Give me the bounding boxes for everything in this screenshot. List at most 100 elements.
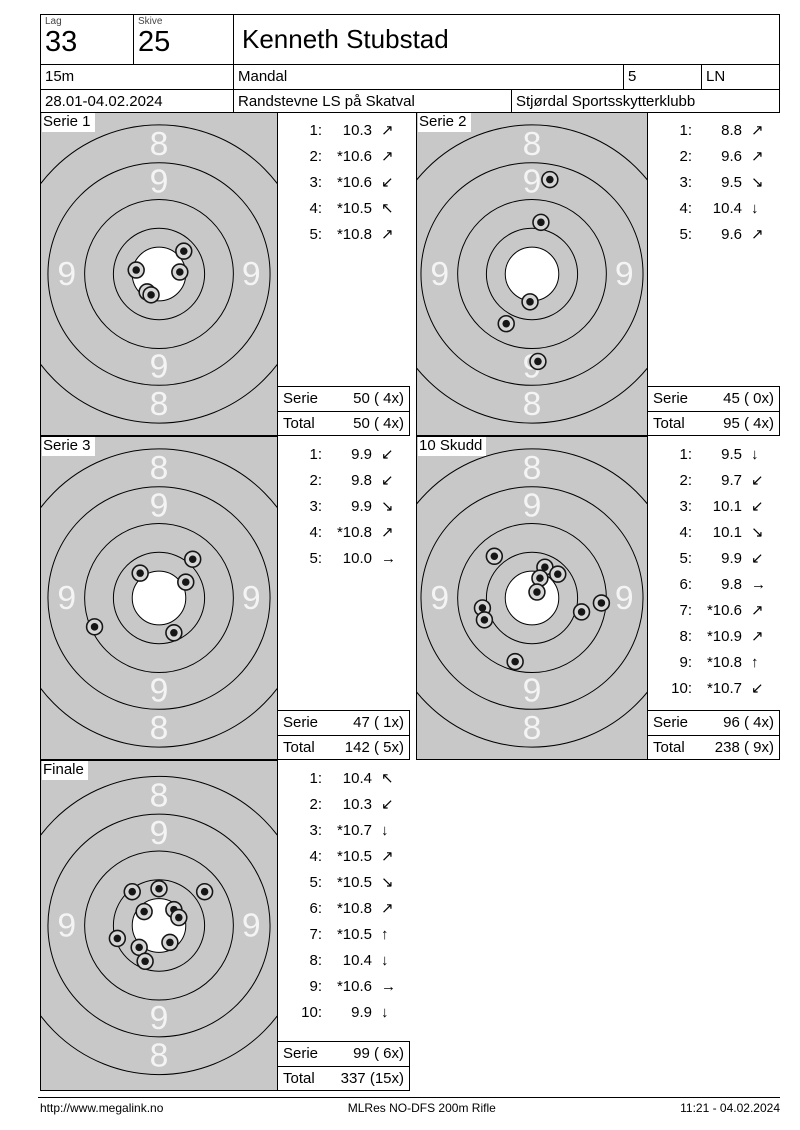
svg-text:9: 9 [430,579,449,617]
total-value: 95 ( 4x) [723,415,774,432]
shot-row: 4: *10.5 ↖ [278,196,410,222]
shot-value: 10.4 [712,200,742,217]
serie-row: Serie 45 ( 0x) [648,387,779,411]
distance: 15m [45,68,75,85]
shot-value: *10.6 [336,148,372,165]
svg-text:9: 9 [242,906,261,944]
shot-value: 9.6 [721,226,742,243]
shot-number: 2: [679,148,692,165]
shot-row: 5:9.6↗ [648,222,780,248]
totals-box: Serie 45 ( 0x) Total 95 ( 4x) [648,386,780,436]
shot-direction-arrow: ↓ [381,822,389,839]
serie-label: Serie [283,1045,319,1062]
shot-value: *10.5 [336,874,372,891]
panel-title: Serie 2 [418,113,471,132]
svg-text:8: 8 [150,385,169,423]
score-column: 1:9.5↓2:9.7↙3:10.1↙4:10.1↘5:9.9↙6:9.8→7:… [648,436,780,760]
shot-number: 1: [309,770,322,787]
svg-text:9: 9 [430,255,449,293]
footer-program: MLRes NO-DFS 200m Rifle [347,1101,496,1115]
score-column: 1:9.9↙2:9.8↙3:9.9↘4:*10.8↗5:10.0→ Serie … [278,436,410,760]
shot-direction-arrow: ↙ [381,174,394,191]
totals-box: Serie 99 ( 6x) Total 337 (15x) [278,1041,410,1091]
shot-row: 1:10.4↖ [278,766,410,792]
shot-value: 9.7 [721,472,742,489]
shot-value: *10.7 [706,680,742,697]
total-value: 337 (15x) [340,1070,404,1087]
shot-value: *10.6 [336,174,372,191]
shot-row: 2:9.6↗ [648,144,780,170]
shot-number: 7: [679,602,692,619]
shot-number: 5: [309,550,322,567]
shot-row: 1:10.3↗ [278,118,410,144]
shot-number: 2: [309,148,322,165]
shot-direction-arrow: ↖ [381,200,394,217]
shot-number: 3: [309,822,322,839]
shot-value: 10.1 [712,498,742,515]
shot-number: 10: [671,680,692,697]
shot-row: 3:9.5↘ [648,170,780,196]
shot-number: 2: [679,472,692,489]
shot-number: 3: [679,498,692,515]
shot-number: 6: [309,900,322,917]
shot-row: 7:*10.5↑ [278,922,410,948]
footer-divider [38,1097,780,1098]
shot-value: 9.9 [351,446,372,463]
shot-direction-arrow: ↓ [381,1004,389,1021]
total-value: 238 ( 9x) [714,739,774,756]
svg-text:8: 8 [523,709,542,747]
svg-text:9: 9 [523,487,542,525]
footer: http://www.megalink.no MLRes NO-DFS 200m… [40,1101,780,1115]
shot-value: *10.5 [336,200,372,217]
serie-row: Serie 50 ( 4x) [278,387,409,411]
shot-direction-arrow: ↘ [751,174,764,191]
svg-text:9: 9 [150,671,169,709]
shot-row: 3:*10.6↙ [278,170,410,196]
header-row-1: Lag 33 Skive 25 Kenneth Stubstad [40,14,780,65]
shot-number: 1: [309,122,322,139]
shot-number: 4: [309,200,322,217]
shot-row: 5:9.9↙ [648,546,780,572]
svg-text:8: 8 [150,776,169,814]
shot-row: 3:*10.7↓ [278,818,410,844]
total-value: 50 ( 4x) [353,415,404,432]
shot-direction-arrow: ↑ [751,654,759,671]
shot-direction-arrow: ↗ [381,848,394,865]
shot-number: 1: [679,122,692,139]
panel-title: 10 Skudd [418,437,487,456]
shot-value: 9.5 [721,446,742,463]
skive-label: Skive [138,16,163,27]
shot-row: 2:10.3↙ [278,792,410,818]
serie-value: 96 ( 4x) [723,714,774,731]
shot-value: 9.6 [721,148,742,165]
serie-row: Serie 99 ( 6x) [278,1042,409,1066]
total-value: 142 ( 5x) [344,739,404,756]
svg-text:9: 9 [150,999,169,1037]
shot-row: 8:*10.9↗ [648,624,780,650]
shot-row: 6:*10.8↗ [278,896,410,922]
shot-row: 4:10.4↓ [648,196,780,222]
skive-value: 25 [138,26,171,58]
shot-list: 1:9.5↓2:9.7↙3:10.1↙4:10.1↘5:9.9↙6:9.8→7:… [648,436,780,702]
serie-value: 45 ( 0x) [723,390,774,407]
shot-number: 8: [309,952,322,969]
shot-value: *10.6 [336,978,372,995]
shot-value: *10.8 [706,654,742,671]
shot-number: 4: [679,524,692,541]
shot-list: 1:8.8↗2:9.6↗3:9.5↘4:10.4↓5:9.6↗ [648,112,780,248]
shot-number: 1: [309,446,322,463]
shot-number: 8: [679,628,692,645]
totals-box: Serie 96 ( 4x) Total 238 ( 9x) [648,710,780,760]
shot-direction-arrow: ↗ [381,148,394,165]
